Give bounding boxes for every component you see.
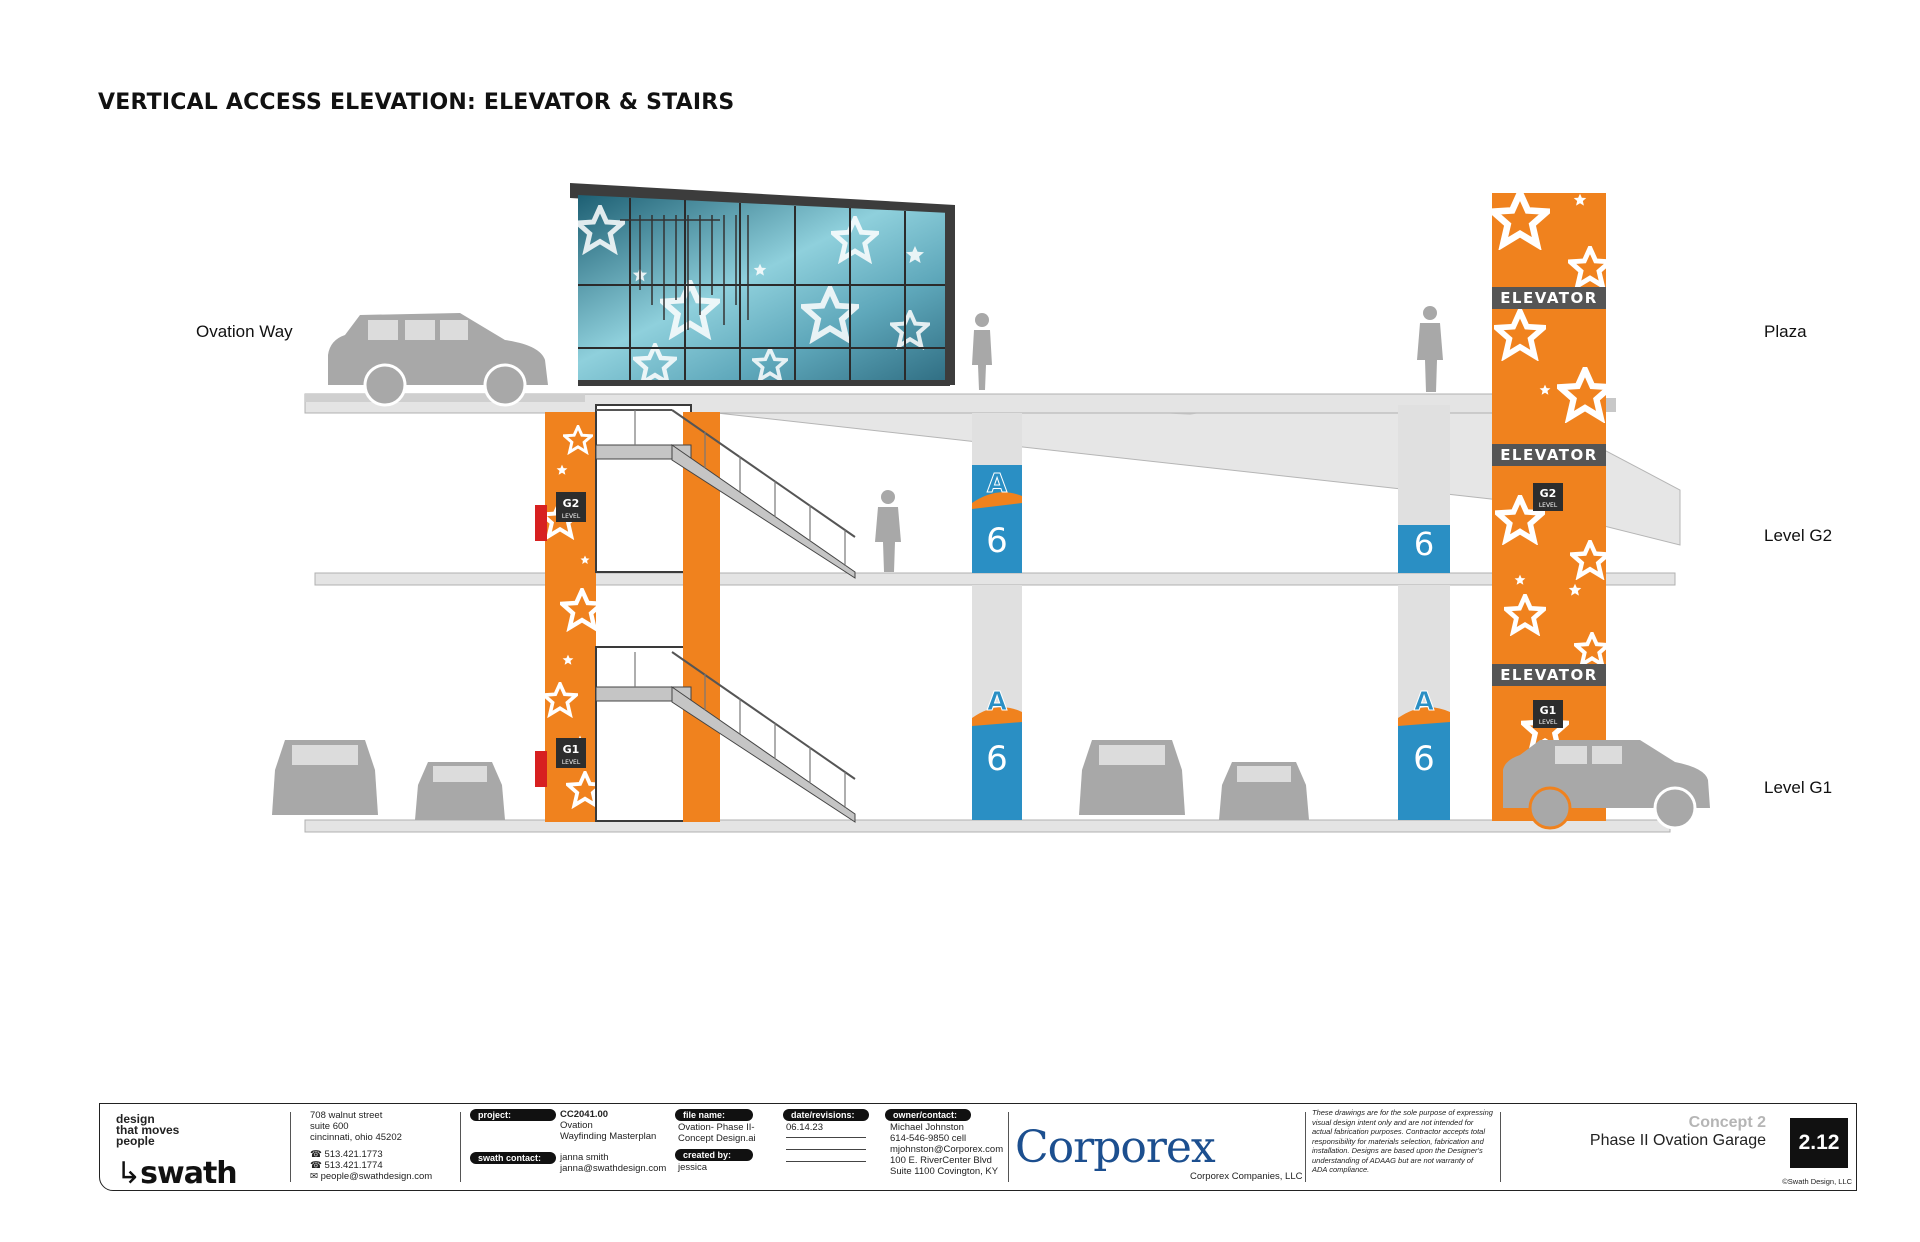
label-level-g2: Level G2: [1764, 526, 1833, 545]
g1-slab: [304, 819, 1671, 833]
owner-info: Michael Johnston 614-546-9850 cell mjohn…: [890, 1122, 1004, 1177]
stair-core: [595, 404, 692, 573]
corporex-name: Corporex Companies, LLC: [1190, 1171, 1303, 1182]
project-label: project:: [470, 1109, 556, 1121]
tagline: design that moves people: [116, 1112, 180, 1148]
swath-contact-label: swath contact:: [470, 1152, 556, 1164]
svg-text:6: 6: [986, 739, 1008, 779]
fire-box: [535, 751, 547, 787]
svg-text:ELEVATOR: ELEVATOR: [1500, 666, 1598, 684]
elevation-drawing: A 6 6 A 6 A 6: [272, 183, 1710, 833]
elevator-band: [1492, 664, 1606, 686]
sheet-title: Phase II Ovation Garage: [1589, 1132, 1766, 1149]
g2-slab: [314, 572, 1676, 586]
svg-text:LEVEL: LEVEL: [562, 513, 581, 520]
swath-logo: ↳swath: [116, 1156, 238, 1191]
column-sign-6-lower-right: A 6: [1398, 682, 1450, 820]
fire-box: [535, 505, 547, 541]
elevator-band: [1492, 444, 1606, 466]
created-by: jessica: [678, 1162, 708, 1173]
column-sign-6-upper-left: A 6: [972, 465, 1022, 573]
svg-text:A: A: [1414, 687, 1434, 717]
corporex-logo: Corporex: [1015, 1122, 1216, 1173]
file-name: Ovation- Phase II- Concept Design.ai: [678, 1122, 756, 1144]
stair-core: [595, 646, 692, 822]
svg-text:6: 6: [986, 521, 1008, 561]
svg-text:6: 6: [1414, 525, 1434, 563]
car-front-view: [415, 762, 505, 820]
column-sign-6-upper-right: 6: [1398, 525, 1450, 573]
label-ovation-way: Ovation Way: [196, 322, 293, 341]
svg-text:G1: G1: [563, 743, 580, 756]
person-plaza-right: [1417, 306, 1443, 392]
upper-stair-flight: [595, 409, 856, 579]
person-plaza-left: [972, 313, 992, 390]
concept-label: Concept 2: [1688, 1114, 1766, 1131]
svg-text:A: A: [987, 687, 1007, 717]
svg-text:LEVEL: LEVEL: [1539, 719, 1558, 726]
address: 708 walnut street suite 600 cincinnati, …: [310, 1110, 402, 1143]
suv-plaza: [328, 313, 548, 407]
label-level-g1: Level G1: [1764, 778, 1833, 797]
date-label: date/revisions:: [783, 1109, 869, 1121]
label-plaza: Plaza: [1764, 322, 1807, 341]
file-name-label: file name:: [675, 1109, 753, 1121]
person-g2: [875, 490, 901, 572]
date: 06.14.23: [786, 1122, 823, 1133]
elevator-band: [1492, 287, 1606, 309]
elevator-tower: ELEVATOR ELEVATOR ELEVATOR G2 LEVEL G1 L…: [1492, 193, 1606, 821]
created-by-label: created by:: [675, 1149, 753, 1161]
copyright: ©Swath Design, LLC: [1782, 1177, 1852, 1186]
svg-text:LEVEL: LEVEL: [562, 759, 581, 766]
svg-text:G1: G1: [1540, 704, 1557, 717]
swath-contact: janna smith janna@swathdesign.com: [560, 1152, 667, 1174]
project-info: CC2041.00 Ovation Wayfinding Masterplan: [560, 1109, 657, 1142]
svg-text:6: 6: [1413, 739, 1435, 779]
svg-text:G2: G2: [563, 497, 580, 510]
title-block: design that moves people ↳swath 708 waln…: [99, 1103, 1857, 1191]
car-front-view: [1079, 740, 1185, 815]
column-sign-6-lower-left: A 6: [972, 682, 1022, 820]
sheet-number: 2.12: [1790, 1118, 1848, 1168]
contact-numbers: ☎ 513.421.1773 ☎ 513.421.1774 ✉ people@s…: [310, 1149, 433, 1182]
lower-stair-flight: [595, 651, 856, 823]
page-title: VERTICAL ACCESS ELEVATION: ELEVATOR & ST…: [98, 90, 735, 115]
svg-text:ELEVATOR: ELEVATOR: [1500, 446, 1598, 464]
level-badge-g2: G2 LEVEL: [556, 492, 586, 522]
car-front-view: [272, 740, 378, 815]
svg-text:ELEVATOR: ELEVATOR: [1500, 289, 1598, 307]
disclaimer: These drawings are for the sole purpose …: [1312, 1108, 1493, 1174]
svg-text:LEVEL: LEVEL: [1539, 502, 1558, 509]
glass-pavilion: [570, 183, 955, 386]
level-badge-g1: G1 LEVEL: [556, 738, 586, 768]
car-front-view: [1219, 762, 1309, 820]
svg-text:A: A: [987, 469, 1007, 499]
svg-text:G2: G2: [1540, 487, 1557, 500]
owner-label: owner/contact:: [885, 1109, 971, 1121]
suv-g1-right: [1503, 740, 1710, 830]
